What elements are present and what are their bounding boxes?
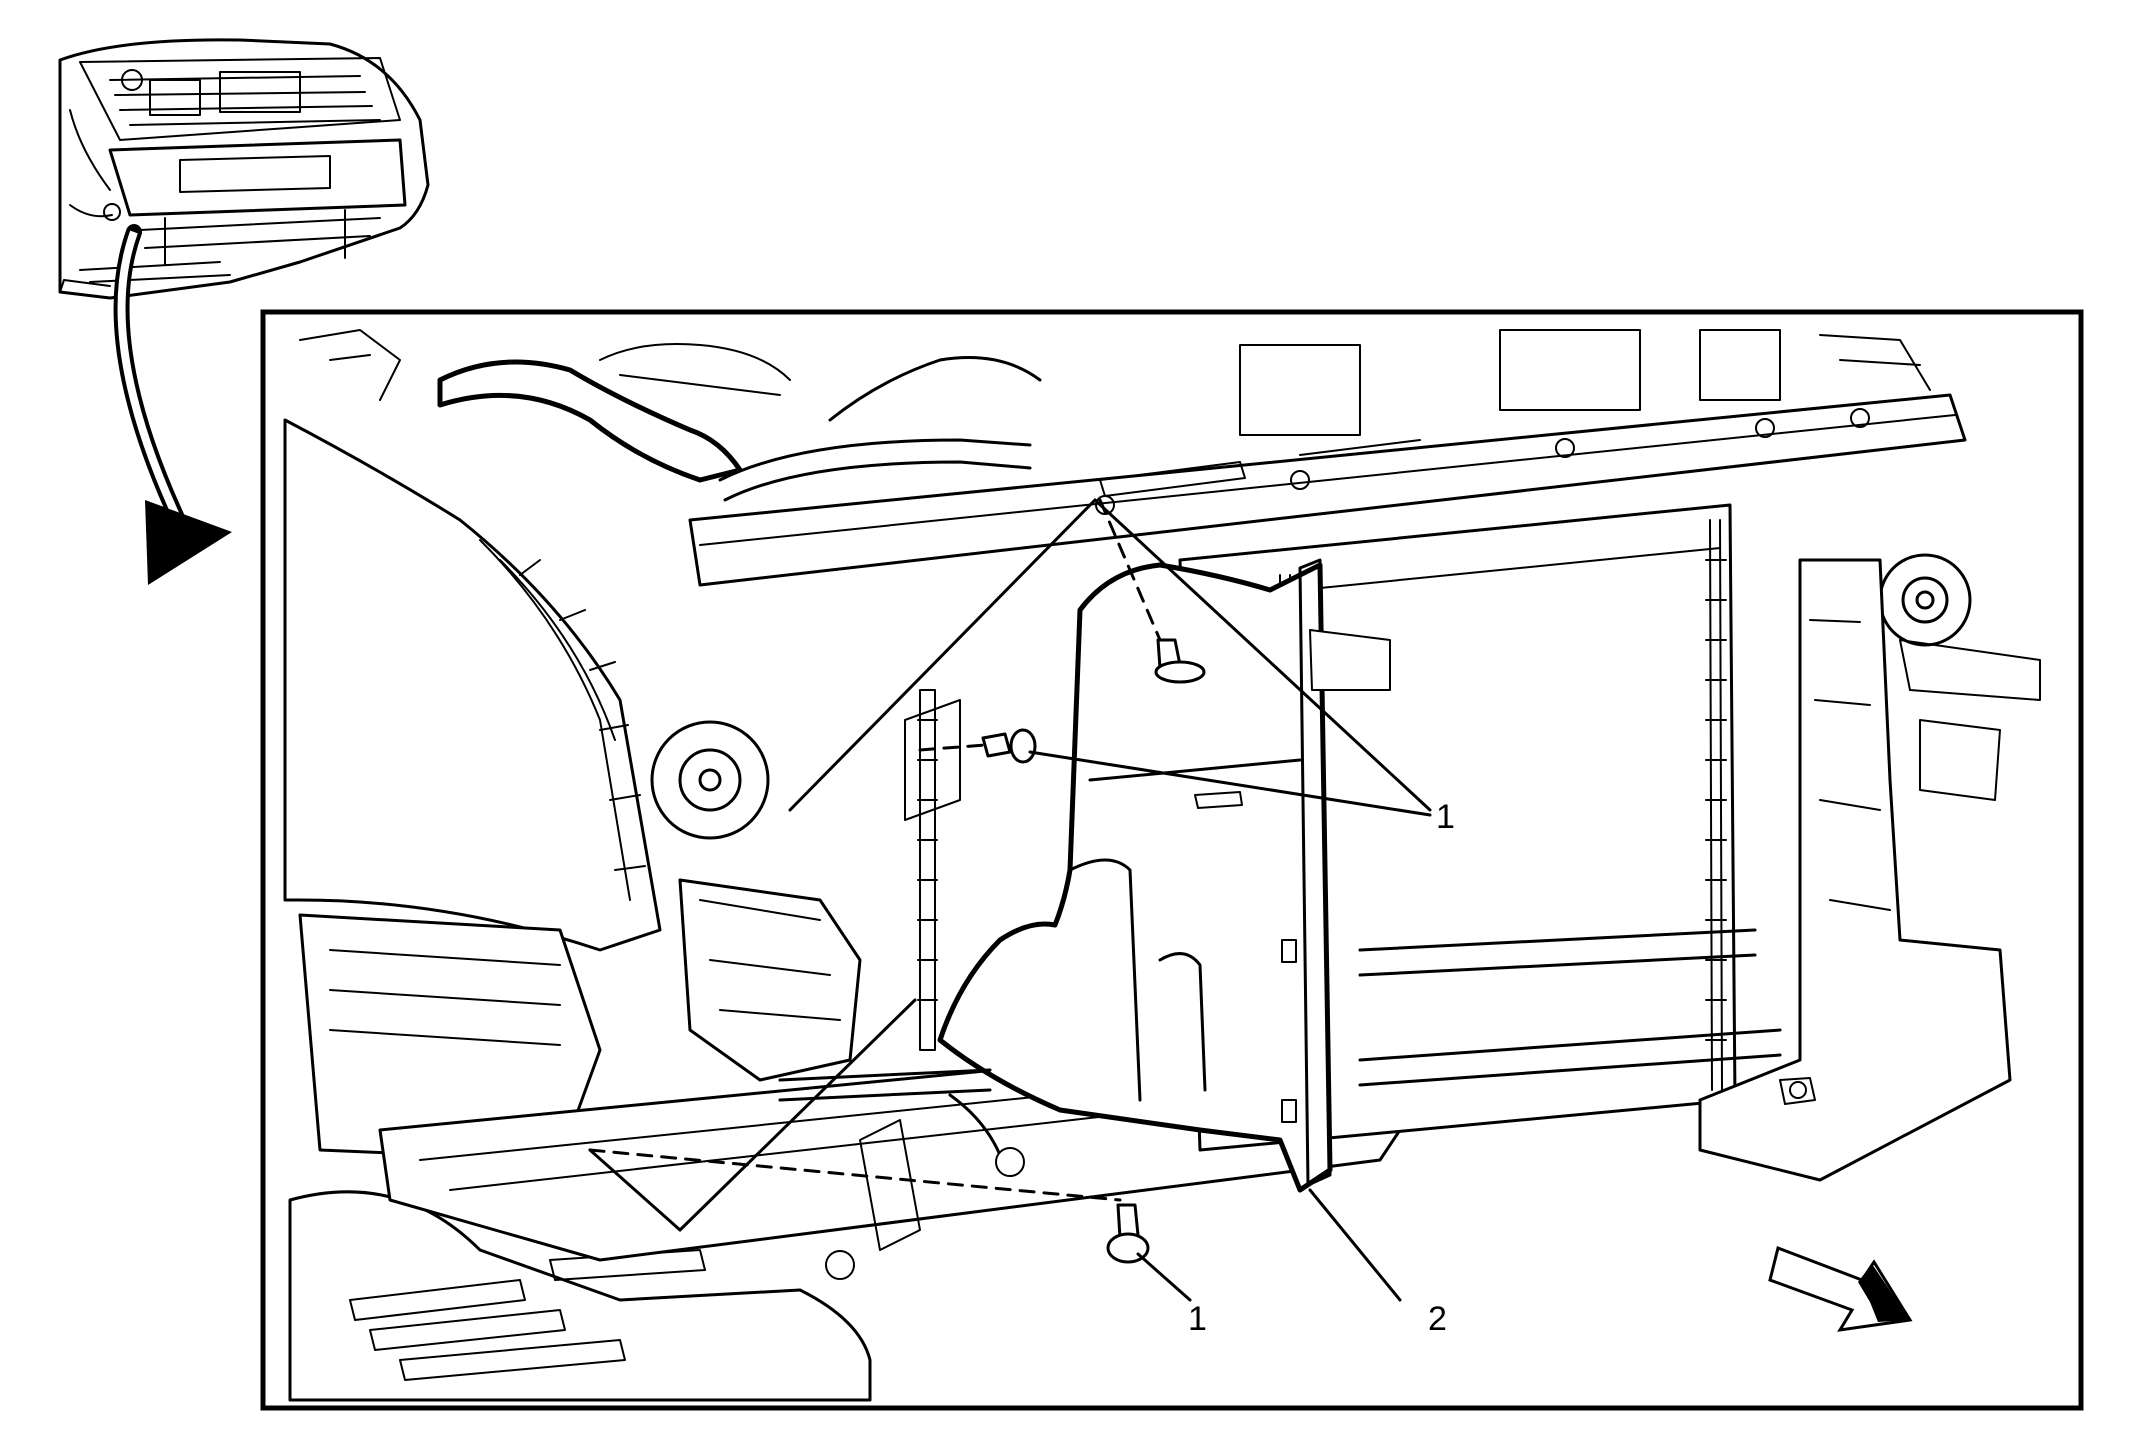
vehicle-locator-view (58, 38, 430, 300)
headlamp-housing (283, 418, 662, 952)
callout-1-lower: 1 (1188, 1300, 1207, 1338)
callout-2: 2 (1428, 1300, 1447, 1338)
callout-leaders (1136, 1188, 1402, 1302)
horn-left (650, 720, 770, 840)
callout-1-upper: 1 (1436, 798, 1455, 836)
horn-right (1878, 553, 1972, 647)
lower-splash-shield (288, 1190, 872, 1402)
locator-arrow-icon (113, 224, 232, 585)
right-splash-shield (1698, 558, 2012, 1182)
vehicle-front-arrow-icon (1768, 1245, 1913, 1332)
air-deflector (937, 558, 1391, 1193)
push-pin-fastener-upper (1154, 638, 1206, 684)
radiator-support-upper (688, 393, 1967, 587)
push-pin-fastener-middle (981, 728, 1037, 764)
detail-view-drawing (283, 329, 2041, 1402)
